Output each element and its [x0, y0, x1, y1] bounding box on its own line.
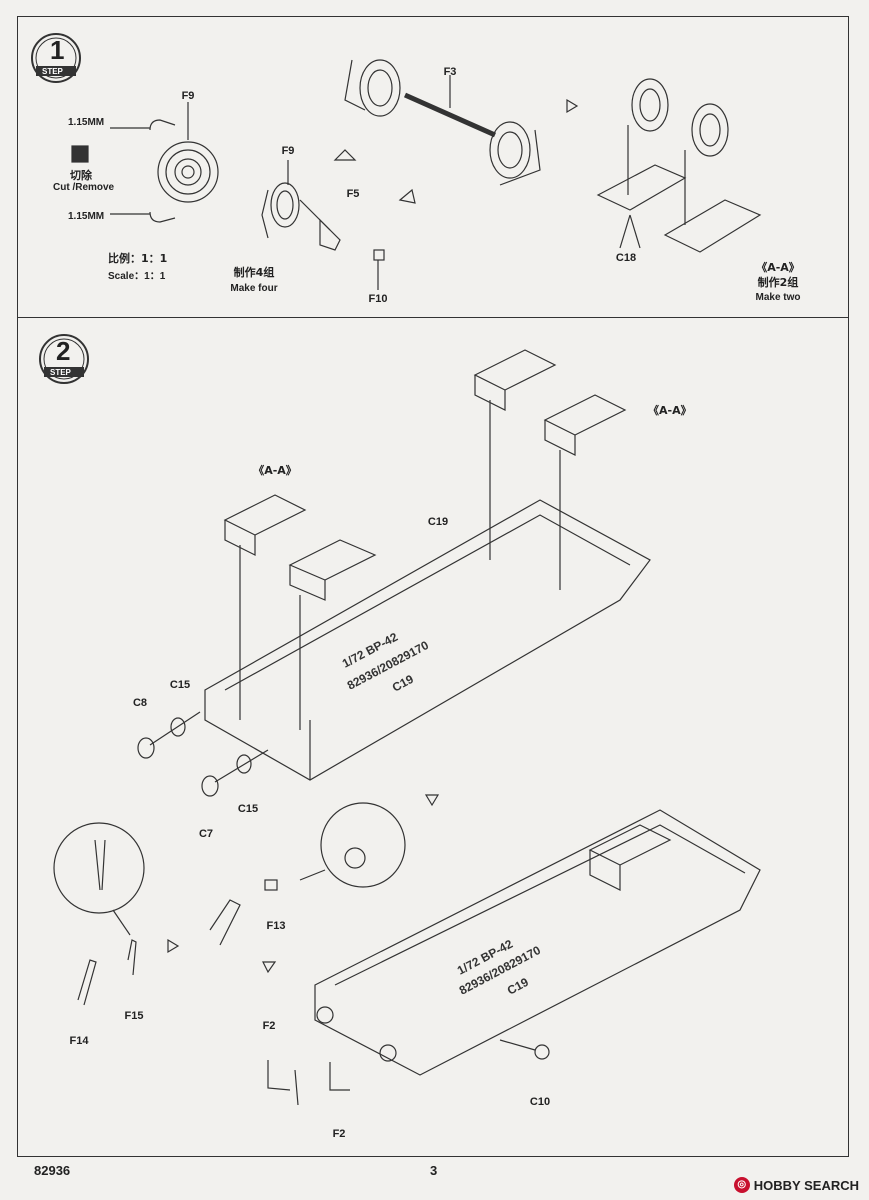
part-label-f13: F13 — [266, 920, 286, 932]
part-label-f9-a: F9 — [181, 90, 195, 102]
step1-artwork — [71, 59, 762, 290]
step1-word: STEP — [42, 67, 63, 76]
scale-label-cn: 比例：1：1 — [108, 252, 168, 265]
make-two-cn: 制作2组 — [757, 276, 799, 289]
step2-panel — [17, 317, 849, 1157]
page-number: 3 — [430, 1163, 438, 1178]
part-label-c18: C18 — [615, 252, 637, 264]
hull-text-bottom-3: C19 — [505, 975, 531, 998]
step2-number: 2 — [56, 336, 71, 366]
hobby-search-logo-icon: ◎ — [733, 1177, 750, 1193]
scale-label-en: Scale：1：1 — [108, 271, 166, 282]
part-label-c10: C10 — [529, 1096, 551, 1108]
part-label-c8: C8 — [132, 697, 148, 709]
step1-badge: 1 STEP — [30, 32, 82, 84]
watermark: ◎ HOBBY SEARCH — [733, 1177, 859, 1193]
aa-label-step1: 《A-A》 — [756, 261, 800, 274]
cut-label-en: Cut /Remove — [53, 182, 115, 193]
aa-label-right: 《A-A》 — [648, 404, 692, 417]
part-label-f9-b: F9 — [281, 145, 295, 157]
make-four-cn: 制作4组 — [233, 266, 275, 279]
hull-text-top-3: C19 — [390, 672, 416, 695]
part-label-f10: F10 — [368, 293, 388, 305]
make-four-en: Make four — [230, 283, 278, 294]
step2-word: STEP — [50, 368, 71, 377]
part-label-f2-a: F2 — [262, 1020, 276, 1032]
part-label-f14: F14 — [69, 1035, 89, 1047]
part-label-f3: F3 — [443, 66, 457, 78]
part-label-c15-a: C15 — [169, 679, 191, 691]
watermark-text: HOBBY SEARCH — [753, 1177, 859, 1193]
aa-label-left: 《A-A》 — [253, 464, 297, 477]
make-two-en: Make two — [755, 292, 801, 303]
part-label-c15-b: C15 — [237, 803, 259, 815]
part-label-c7: C7 — [198, 828, 214, 840]
part-label-f15: F15 — [124, 1010, 144, 1022]
step-badge-icon — [39, 334, 89, 384]
step1-number: 1 — [50, 35, 65, 65]
dimension-top: 1.15MM — [68, 117, 105, 128]
part-label-f2-b: F2 — [332, 1128, 346, 1140]
part-label-f5: F5 — [346, 188, 360, 200]
part-label-c19: C19 — [427, 516, 449, 528]
cut-label-cn: 切除 — [70, 169, 92, 182]
step2-badge: 2 STEP — [38, 333, 90, 385]
step-badge-icon — [31, 33, 81, 83]
kit-number: 82936 — [34, 1163, 71, 1178]
dimension-bottom: 1.15MM — [68, 211, 105, 222]
